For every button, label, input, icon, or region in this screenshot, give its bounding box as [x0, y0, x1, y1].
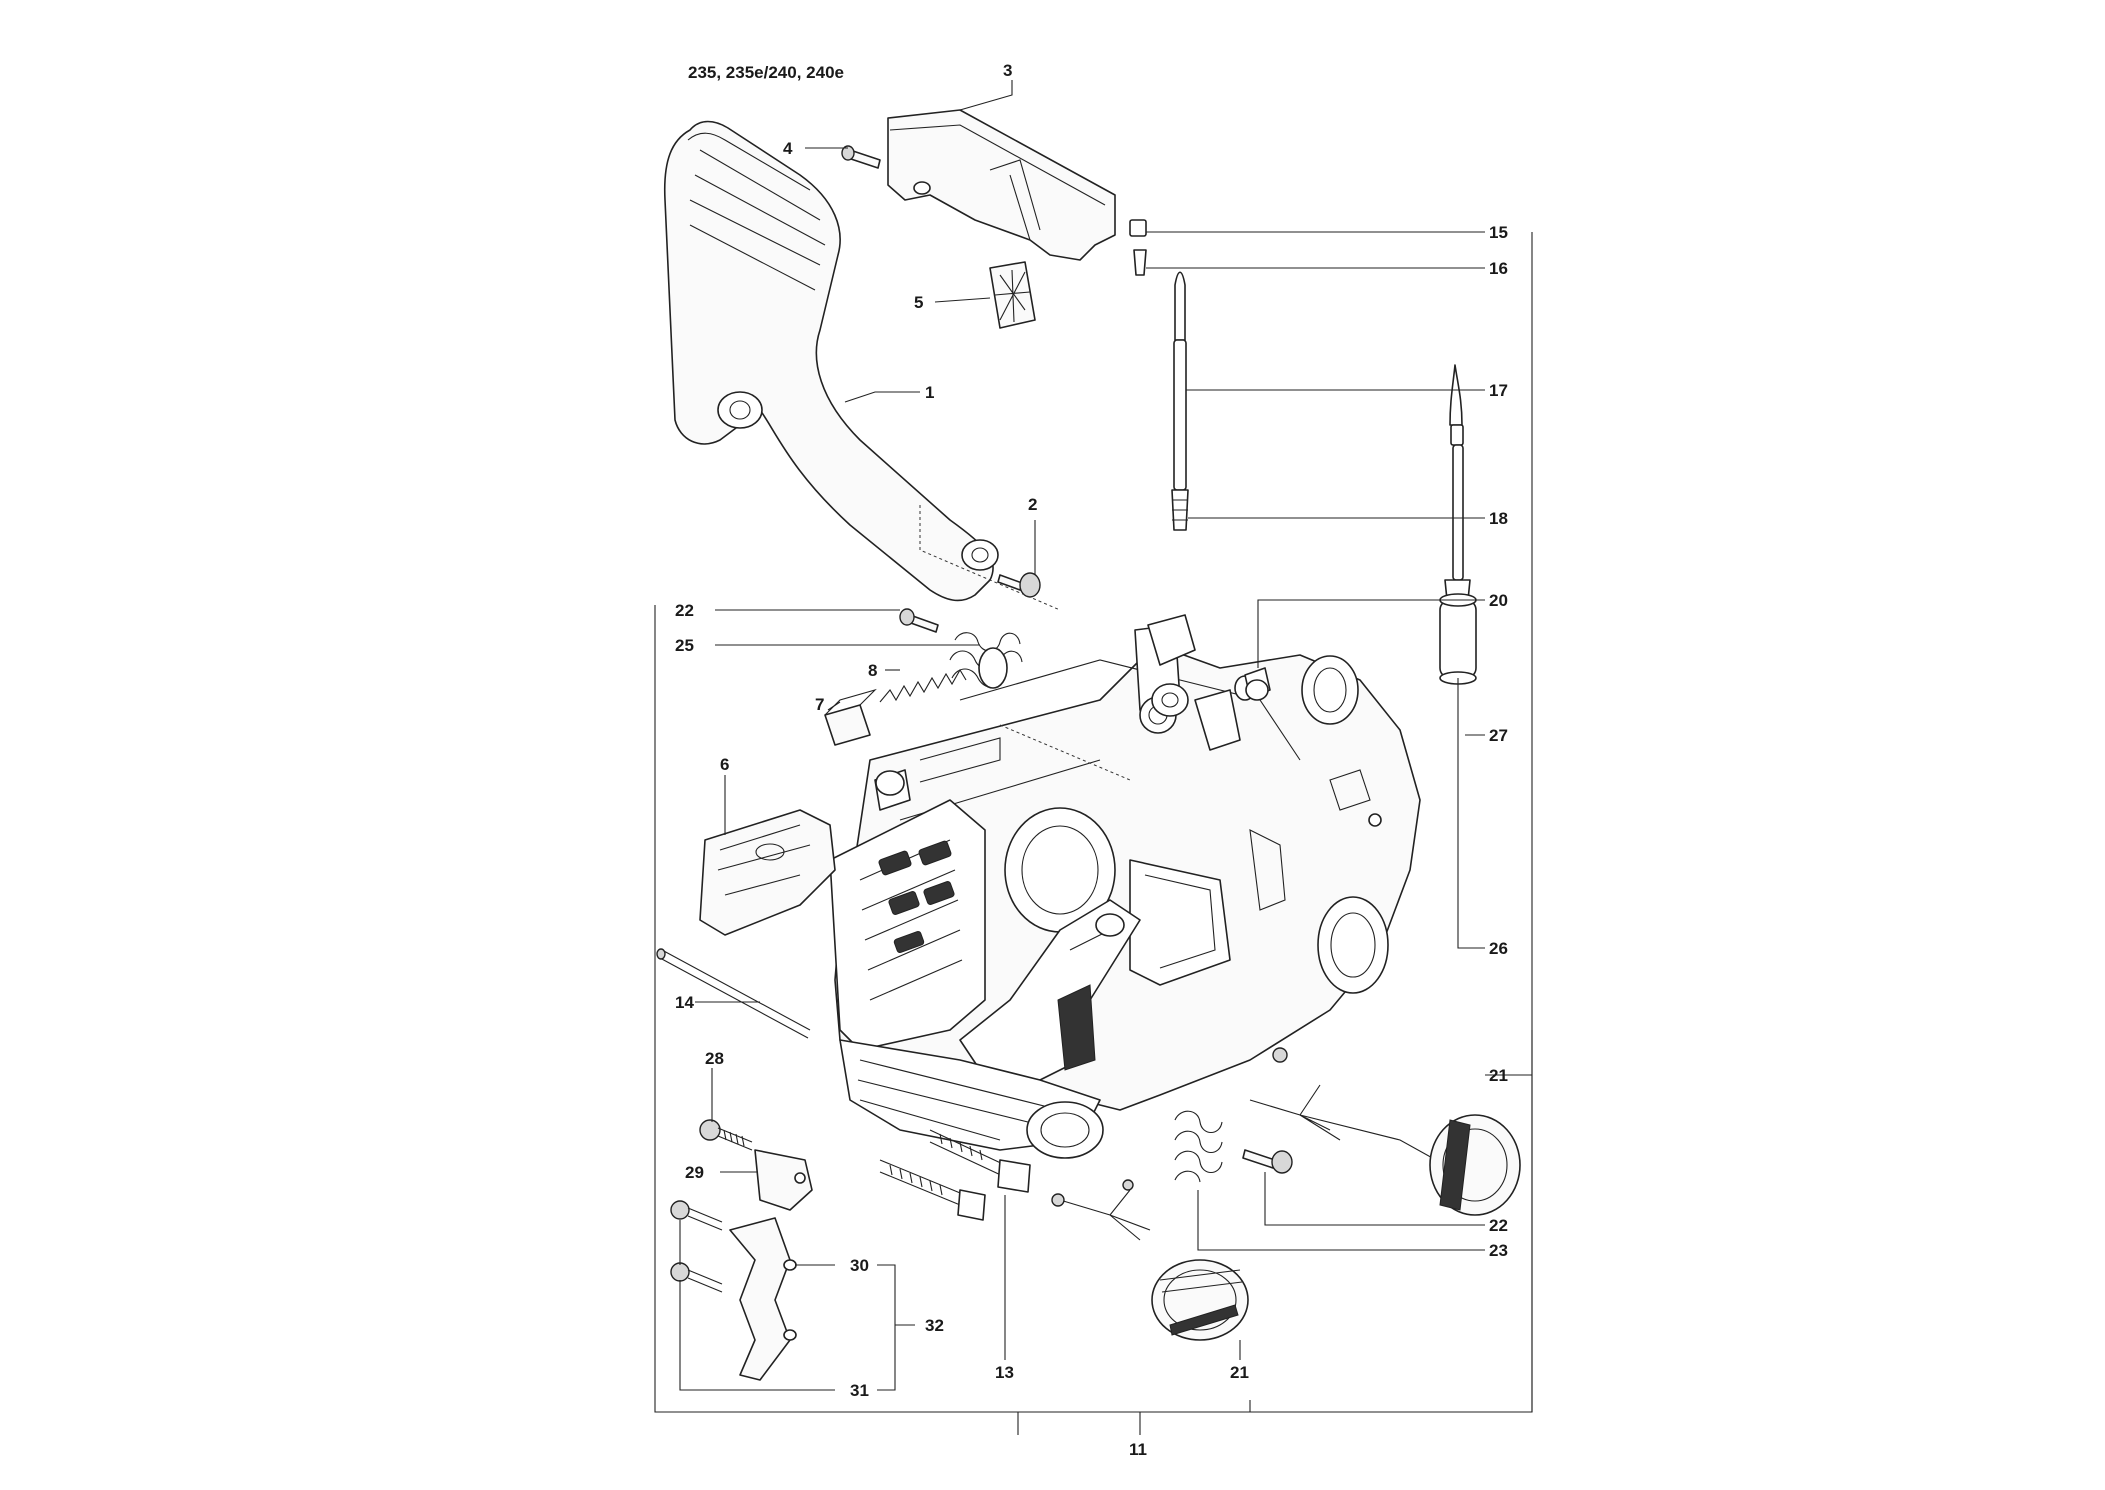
- callout-4: 4: [783, 139, 793, 158]
- fuel-filter-parts: [1439, 364, 1477, 685]
- callout-17: 17: [1489, 381, 1508, 400]
- callout-3: 3: [1003, 61, 1012, 80]
- screw-4: [841, 145, 881, 169]
- callout-16: 16: [1489, 259, 1508, 278]
- callout-20: 20: [1489, 591, 1508, 610]
- callout-13: 13: [995, 1363, 1014, 1382]
- screw-part-31: [670, 1262, 723, 1293]
- spring-part-8: [879, 668, 967, 703]
- callout-5: 5: [914, 293, 923, 312]
- block-part-7: [824, 688, 877, 746]
- cap-part-5: [989, 261, 1036, 329]
- oil-pump-parts: [1129, 219, 1196, 717]
- callout-28: 28: [705, 1049, 724, 1068]
- callout-1: 1: [925, 383, 934, 402]
- callout-8: 8: [868, 661, 877, 680]
- callout-15: 15: [1489, 223, 1508, 242]
- bracket-part-29: [754, 1149, 813, 1211]
- callout-26: 26: [1489, 939, 1508, 958]
- screw-part-28: [699, 1119, 753, 1151]
- screw-22-top: [899, 608, 939, 633]
- spring-part-25: [949, 632, 1023, 689]
- rod-part-14: [656, 948, 811, 1039]
- callout-18: 18: [1489, 509, 1508, 528]
- callout-2: 2: [1028, 495, 1037, 514]
- plate-part-6: [699, 809, 836, 936]
- side-cover-part: [887, 109, 1116, 261]
- callout-7: 7: [815, 695, 824, 714]
- callout-25: 25: [675, 636, 694, 655]
- callout-14: 14: [675, 993, 694, 1012]
- callout-6: 6: [720, 755, 729, 774]
- callout-21-right: 21: [1489, 1066, 1508, 1085]
- screw-2: [997, 572, 1041, 598]
- callout-labels: 3 4 5 1 2 15 16 17 18 20 27 26 21 22 23 …: [675, 61, 1508, 1459]
- callout-11: 11: [1129, 1440, 1147, 1459]
- screw-22-right: [1242, 1149, 1293, 1174]
- model-title: 235, 235e/240, 240e: [688, 63, 844, 82]
- sleeve-part-20: [1244, 667, 1271, 701]
- callout-23: 23: [1489, 1241, 1508, 1260]
- chain-guard-part: [663, 120, 999, 602]
- spring-part-23: [1174, 1110, 1223, 1183]
- tank-cap-right: [1249, 1047, 1521, 1216]
- callout-29: 29: [685, 1163, 704, 1182]
- crankcase-body: [829, 624, 1421, 1159]
- dashed-guides: [919, 505, 1131, 781]
- leader-lines: [679, 80, 1532, 1391]
- bolts-part-13: [879, 1129, 1031, 1221]
- tank-cap-lower: [1051, 1179, 1249, 1341]
- callout-32: 32: [925, 1316, 944, 1335]
- callout-27: 27: [1489, 726, 1508, 745]
- callout-22-left: 22: [675, 601, 694, 620]
- callout-22-right: 22: [1489, 1216, 1508, 1235]
- callout-30: 30: [850, 1256, 869, 1275]
- callout-31: 31: [850, 1381, 869, 1400]
- screw-part-30: [670, 1200, 723, 1231]
- callout-21-lower: 21: [1230, 1363, 1249, 1382]
- spike-bumper-part: [729, 1217, 797, 1381]
- group-bracket-lines: [654, 232, 1533, 1435]
